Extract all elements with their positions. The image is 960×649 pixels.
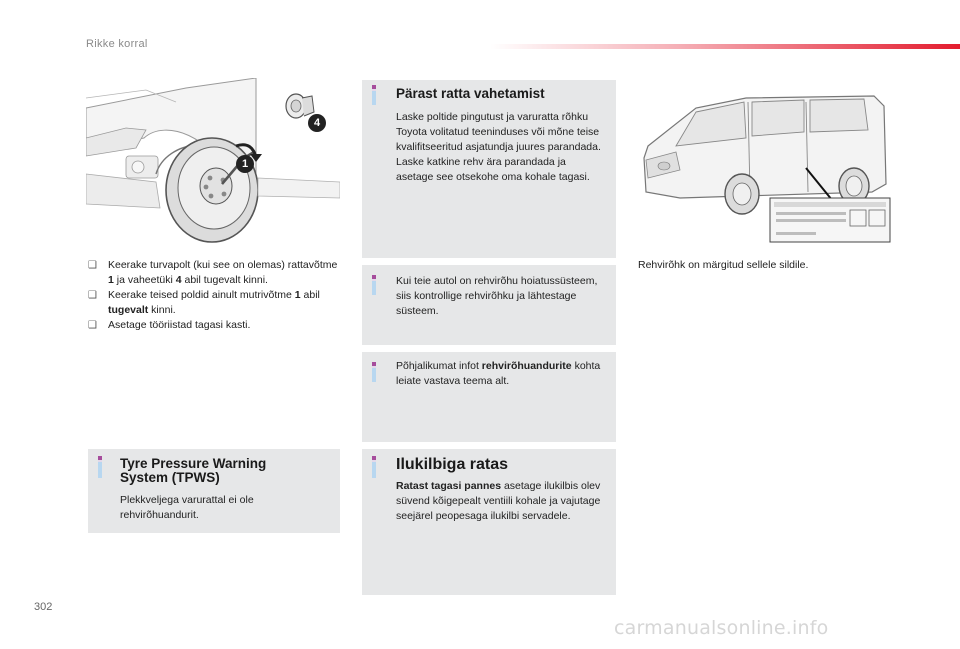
alloy-wheel-box: Ilukilbiga ratas Ratast tagasi pannes as…: [362, 449, 616, 595]
step-item: ❑ Asetage tööriistad tagasi kasti.: [88, 319, 251, 331]
tpws-text: Plekkveljega varurattal ei ole rehvirõhu…: [120, 494, 254, 521]
step-list: ❑ Keerake turvapolt (kui see on olemas) …: [88, 258, 338, 333]
watermark: carmanualsonline.info: [614, 617, 829, 639]
callout-4-badge: 4: [308, 114, 326, 132]
van-pressure-label-illustration: [636, 88, 892, 250]
checkbox-marker-icon: ❑: [88, 320, 97, 331]
after-change-box: Pärast ratta vahetamist Laske poltide pi…: [362, 80, 616, 258]
page-number: 302: [34, 601, 53, 613]
alloy-text: Ratast tagasi pannes asetage ilukilbis o…: [396, 480, 601, 522]
checkbox-marker-icon: ❑: [88, 260, 97, 271]
pressure-monitor-note-box: Kui teie autol on rehvirõhu hoiatussüste…: [362, 265, 616, 345]
step-item: ❑ Keerake turvapolt (kui see on olemas) …: [88, 259, 338, 286]
info-bar-icon: [372, 362, 376, 382]
header-accent-bar: [490, 44, 960, 49]
info-bar-icon: [98, 456, 102, 478]
wheel-figure-svg: [85, 77, 341, 243]
wheel-change-illustration: 4 1: [85, 77, 341, 250]
section-title: Rikke korral: [86, 38, 148, 50]
checkbox-marker-icon: ❑: [88, 290, 97, 301]
van-caption: Rehvirõhk on märgitud sellele sildile.: [638, 259, 809, 271]
after-change-title: Pärast ratta vahetamist: [396, 86, 545, 101]
sensor-info-text: Põhjalikumat infot rehvirõhuandurite koh…: [396, 360, 601, 387]
callout-1-badge: 1: [236, 155, 254, 173]
alloy-title: Ilukilbiga ratas: [396, 456, 509, 473]
after-change-text: Laske poltide pingutust ja varuratta rõh…: [396, 111, 601, 183]
tpws-info-box: Tyre Pressure Warning System (TPWS) Plek…: [88, 449, 340, 533]
info-bar-icon: [372, 456, 376, 478]
van-figure-svg: [643, 95, 891, 243]
info-bar-icon: [372, 85, 376, 105]
tpws-title: Tyre Pressure Warning System (TPWS): [120, 456, 267, 485]
step-item: ❑ Keerake teised poldid ainult mutrivõtm…: [88, 289, 320, 316]
info-bar-icon: [372, 275, 376, 295]
sensor-info-box: Põhjalikumat infot rehvirõhuandurite koh…: [362, 352, 616, 442]
pressure-monitor-note-text: Kui teie autol on rehvirõhu hoiatussüste…: [396, 275, 598, 317]
